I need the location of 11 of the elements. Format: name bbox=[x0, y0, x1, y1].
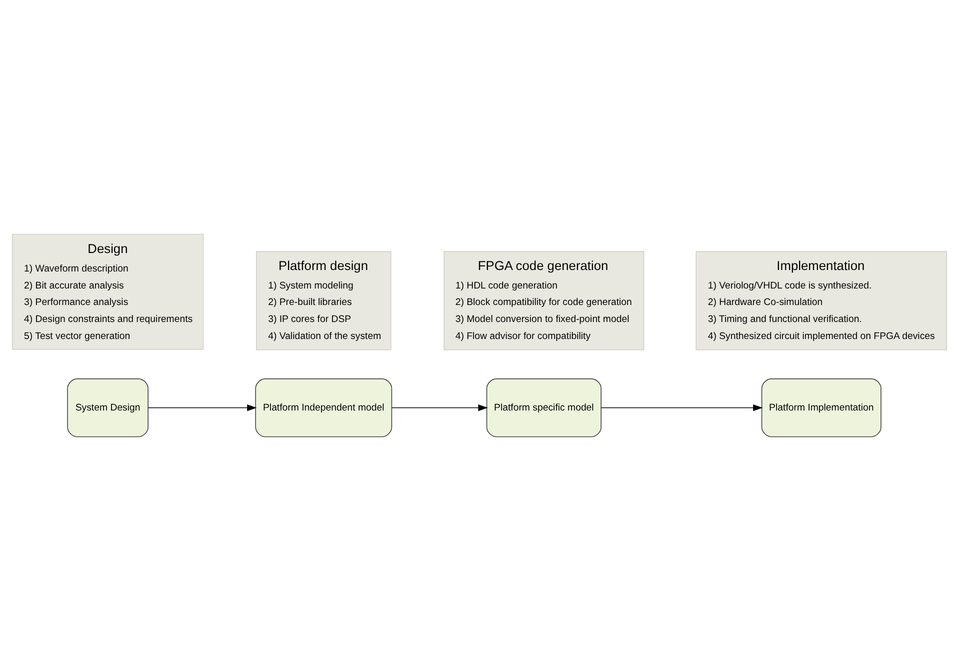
arrow bbox=[600, 404, 762, 411]
node-box: Platform specific model bbox=[486, 378, 602, 437]
node-box: System Design bbox=[66, 378, 148, 437]
node-box: FPGA code generation 1) HDL code generation 2) Block compatibility for code generation 3) Model conversion to fixed-point model 4) Flow advisor for compatibility bbox=[443, 250, 644, 350]
node-box: Platform Implementation bbox=[760, 378, 881, 437]
arrow bbox=[147, 404, 256, 411]
node-box: Platform Independent model bbox=[254, 378, 392, 437]
arrow bbox=[390, 404, 488, 411]
node-box: Implementation 1) Veriolog/VHDL code is synthesized. 2) Hardware Co-simulation 3) Timing and functional verification. 4) Synthesized circuit implemented on FPGA devices bbox=[695, 250, 947, 350]
node-box: Platform design 1) System modeling 2) Pre-built libraries 3) IP cores for DSP 4) Validation of the system bbox=[256, 250, 391, 350]
node-box: Design 1) Waveform description 2) Bit accurate analysis 3) Performance analysis 4) Design constraints and requirements 5) Test vector generation bbox=[11, 233, 204, 350]
